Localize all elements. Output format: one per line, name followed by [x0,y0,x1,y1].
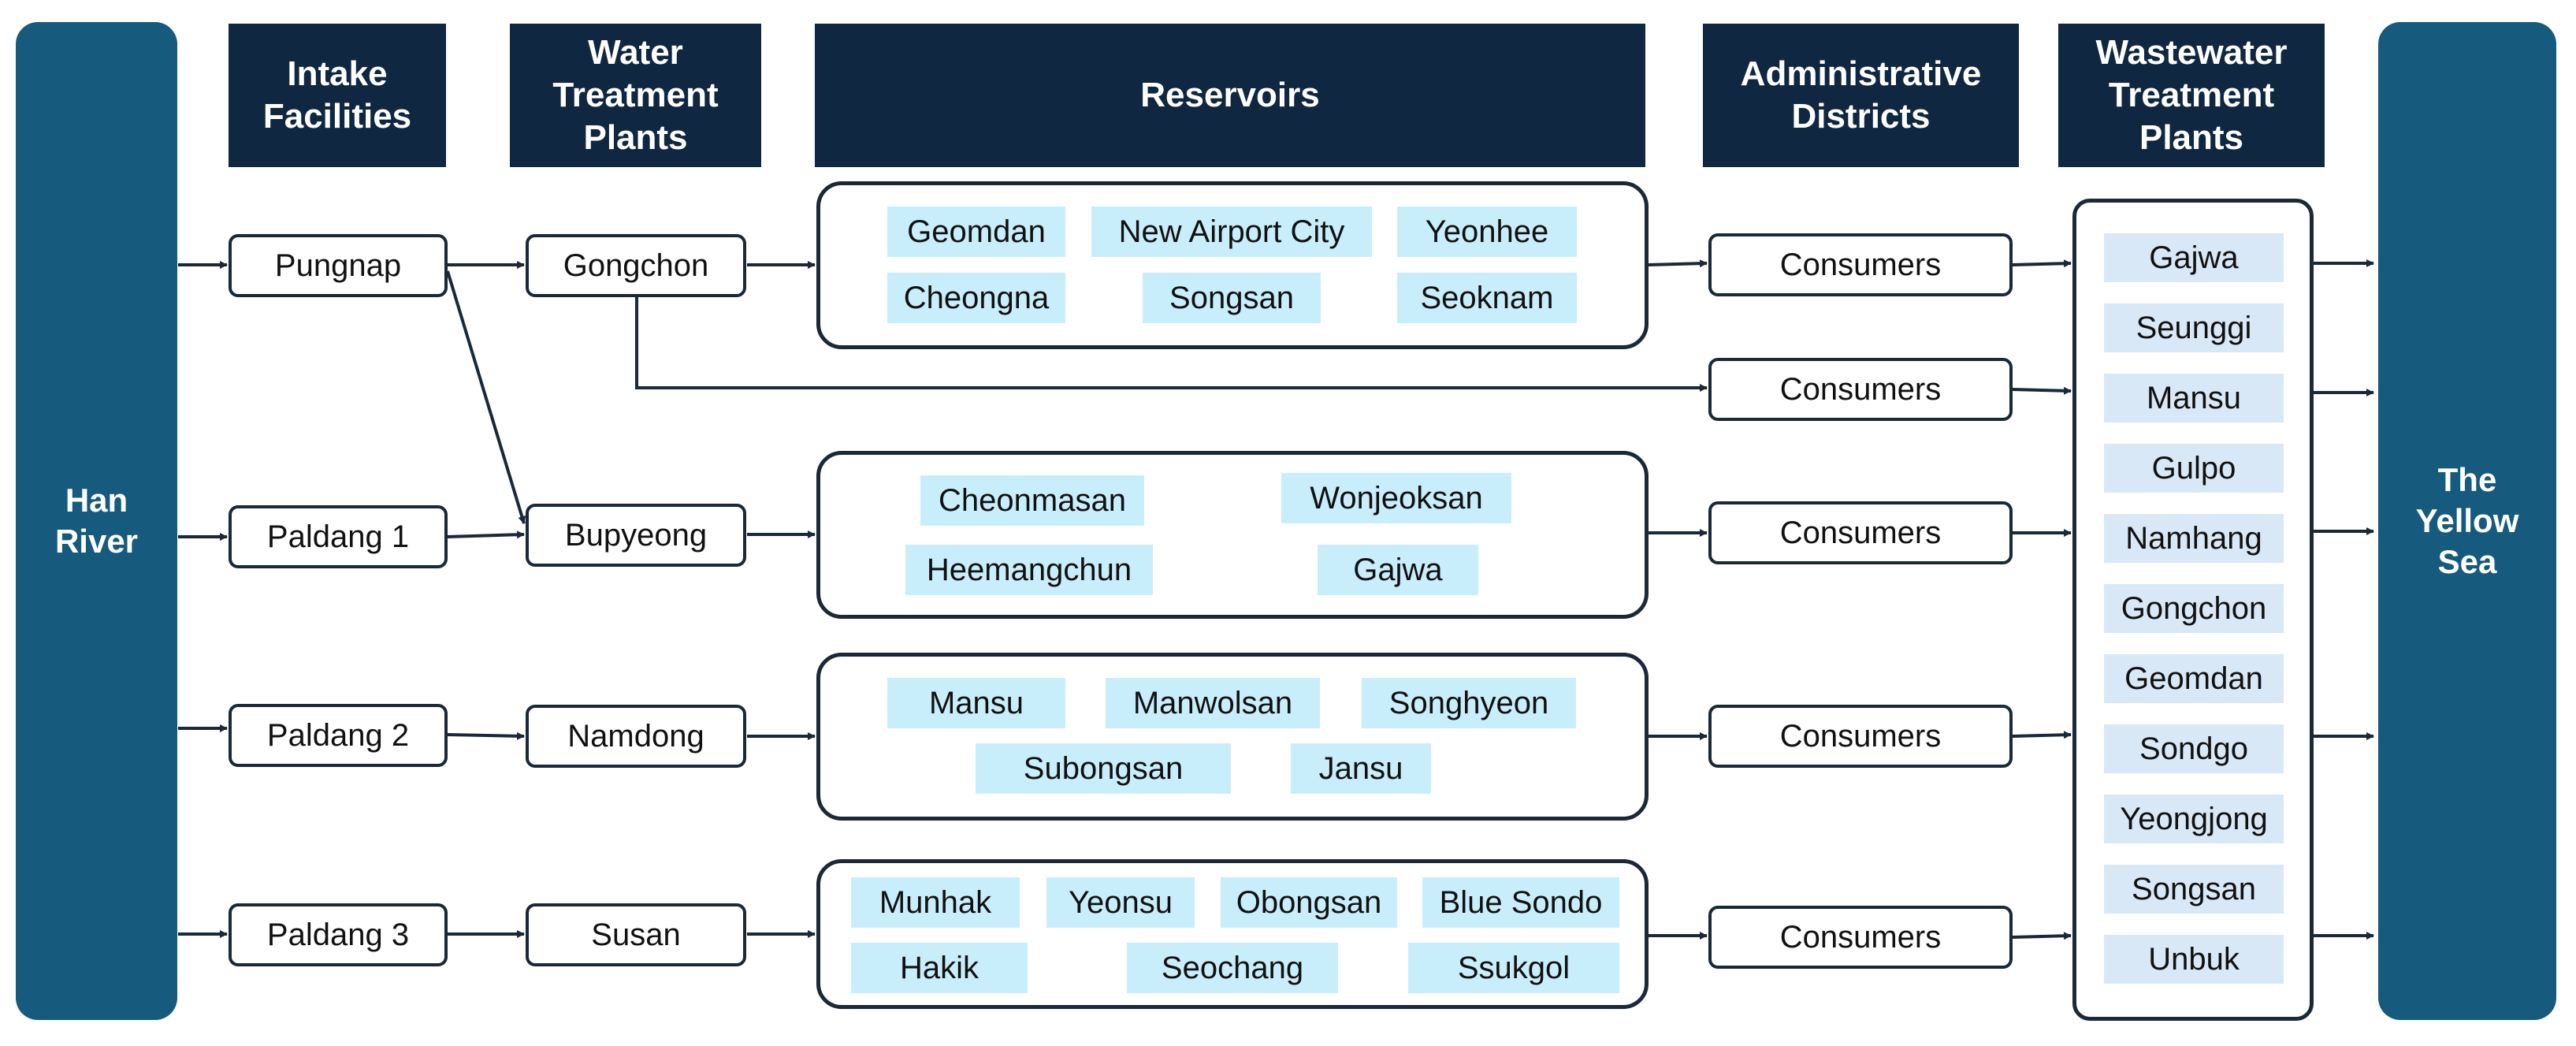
reservoir-chip: Ssukgol [1408,943,1619,993]
reservoir-chip: Songhyeon [1362,678,1576,728]
intake-node: Paldang 2 [229,704,448,767]
reservoir-chip: Yeonhee [1397,207,1577,257]
intake-node: Paldang 3 [229,903,448,966]
wtp-node: Gongchon [526,234,746,297]
han-river-source: Han River [16,22,177,1020]
reservoir-chip: Jansu [1291,743,1431,794]
reservoir-chip: Gajwa [1318,545,1478,595]
header-reservoirs: Reservoirs [815,24,1645,167]
yellow-sea-outlet: The Yellow Sea [2378,22,2556,1020]
wwtp-chip: Yeongjong [2104,795,2284,843]
reservoir-chip: Geomdan [887,207,1065,257]
wwtp-chip: Gulpo [2104,444,2284,493]
reservoir-chip: Hakik [851,943,1028,993]
intake-node: Paldang 1 [229,505,448,568]
reservoir-chip: Yeonsu [1046,877,1195,928]
reservoir-chip: Cheongna [887,273,1065,323]
reservoir-chip: Wonjeoksan [1281,473,1511,523]
edge-paldang2-namdong [447,731,525,740]
header-wastewater-treatment-plants: Wastewater Treatment Plants [2058,24,2325,167]
edge-consumers4-wwtp [2012,731,2072,739]
consumers-node: Consumers [1708,906,2013,969]
wwtp-chip: Gongchon [2104,584,2284,633]
reservoir-chip: Songsan [1143,273,1321,323]
edge-pungnap-bupyeong [446,270,526,524]
wwtp-chip: Geomdan [2104,654,2284,703]
wwtp-chip: Mansu [2104,374,2284,422]
wtp-node: Bupyeong [526,504,746,567]
edge-consumers1-wwtp [2012,259,2072,268]
header-water-treatment-plants: Water Treatment Plants [510,24,761,167]
wwtp-chip: Songsan [2104,865,2284,914]
reservoir-chip: Seochang [1127,943,1338,993]
consumers-node: Consumers [1708,501,2013,564]
consumers-node: Consumers [1708,358,2013,421]
reservoir-chip: Blue Sondo [1422,877,1619,928]
reservoir-chip: Mansu [887,678,1065,728]
intake-node: Pungnap [229,234,448,297]
reservoir-chip: Obongsan [1221,877,1397,928]
edge-consumers5-wwtp [2012,932,2072,940]
edge-res1-consumers [1648,259,1708,268]
consumers-node: Consumers [1708,705,2013,768]
wtp-node: Susan [526,903,746,966]
wwtp-chip: Sondgo [2104,724,2284,773]
edge-gongchon-consumers2 [635,281,1708,392]
header-intake-facilities: Intake Facilities [229,24,446,167]
reservoir-chip: Manwolsan [1106,678,1320,728]
wwtp-chip: Namhang [2104,514,2284,563]
reservoir-chip: New Airport City [1091,207,1372,257]
wwtp-chip: Seunggi [2104,303,2284,352]
consumers-node: Consumers [1708,233,2013,296]
wwtp-chip: Gajwa [2104,233,2284,282]
edge-consumers2-wwtp [2012,386,2072,395]
edge-paldang1-bupyeong [447,530,525,539]
reservoir-chip: Seoknam [1397,273,1577,323]
reservoir-chip: Heemangchun [905,545,1153,595]
wtp-node: Namdong [526,705,746,768]
header-administrative-districts: Administrative Districts [1703,24,2019,167]
wwtp-chip: Unbuk [2104,935,2284,984]
reservoir-chip: Munhak [851,877,1020,928]
reservoir-chip: Cheonmasan [920,475,1144,526]
reservoir-chip: Subongsan [976,743,1231,794]
